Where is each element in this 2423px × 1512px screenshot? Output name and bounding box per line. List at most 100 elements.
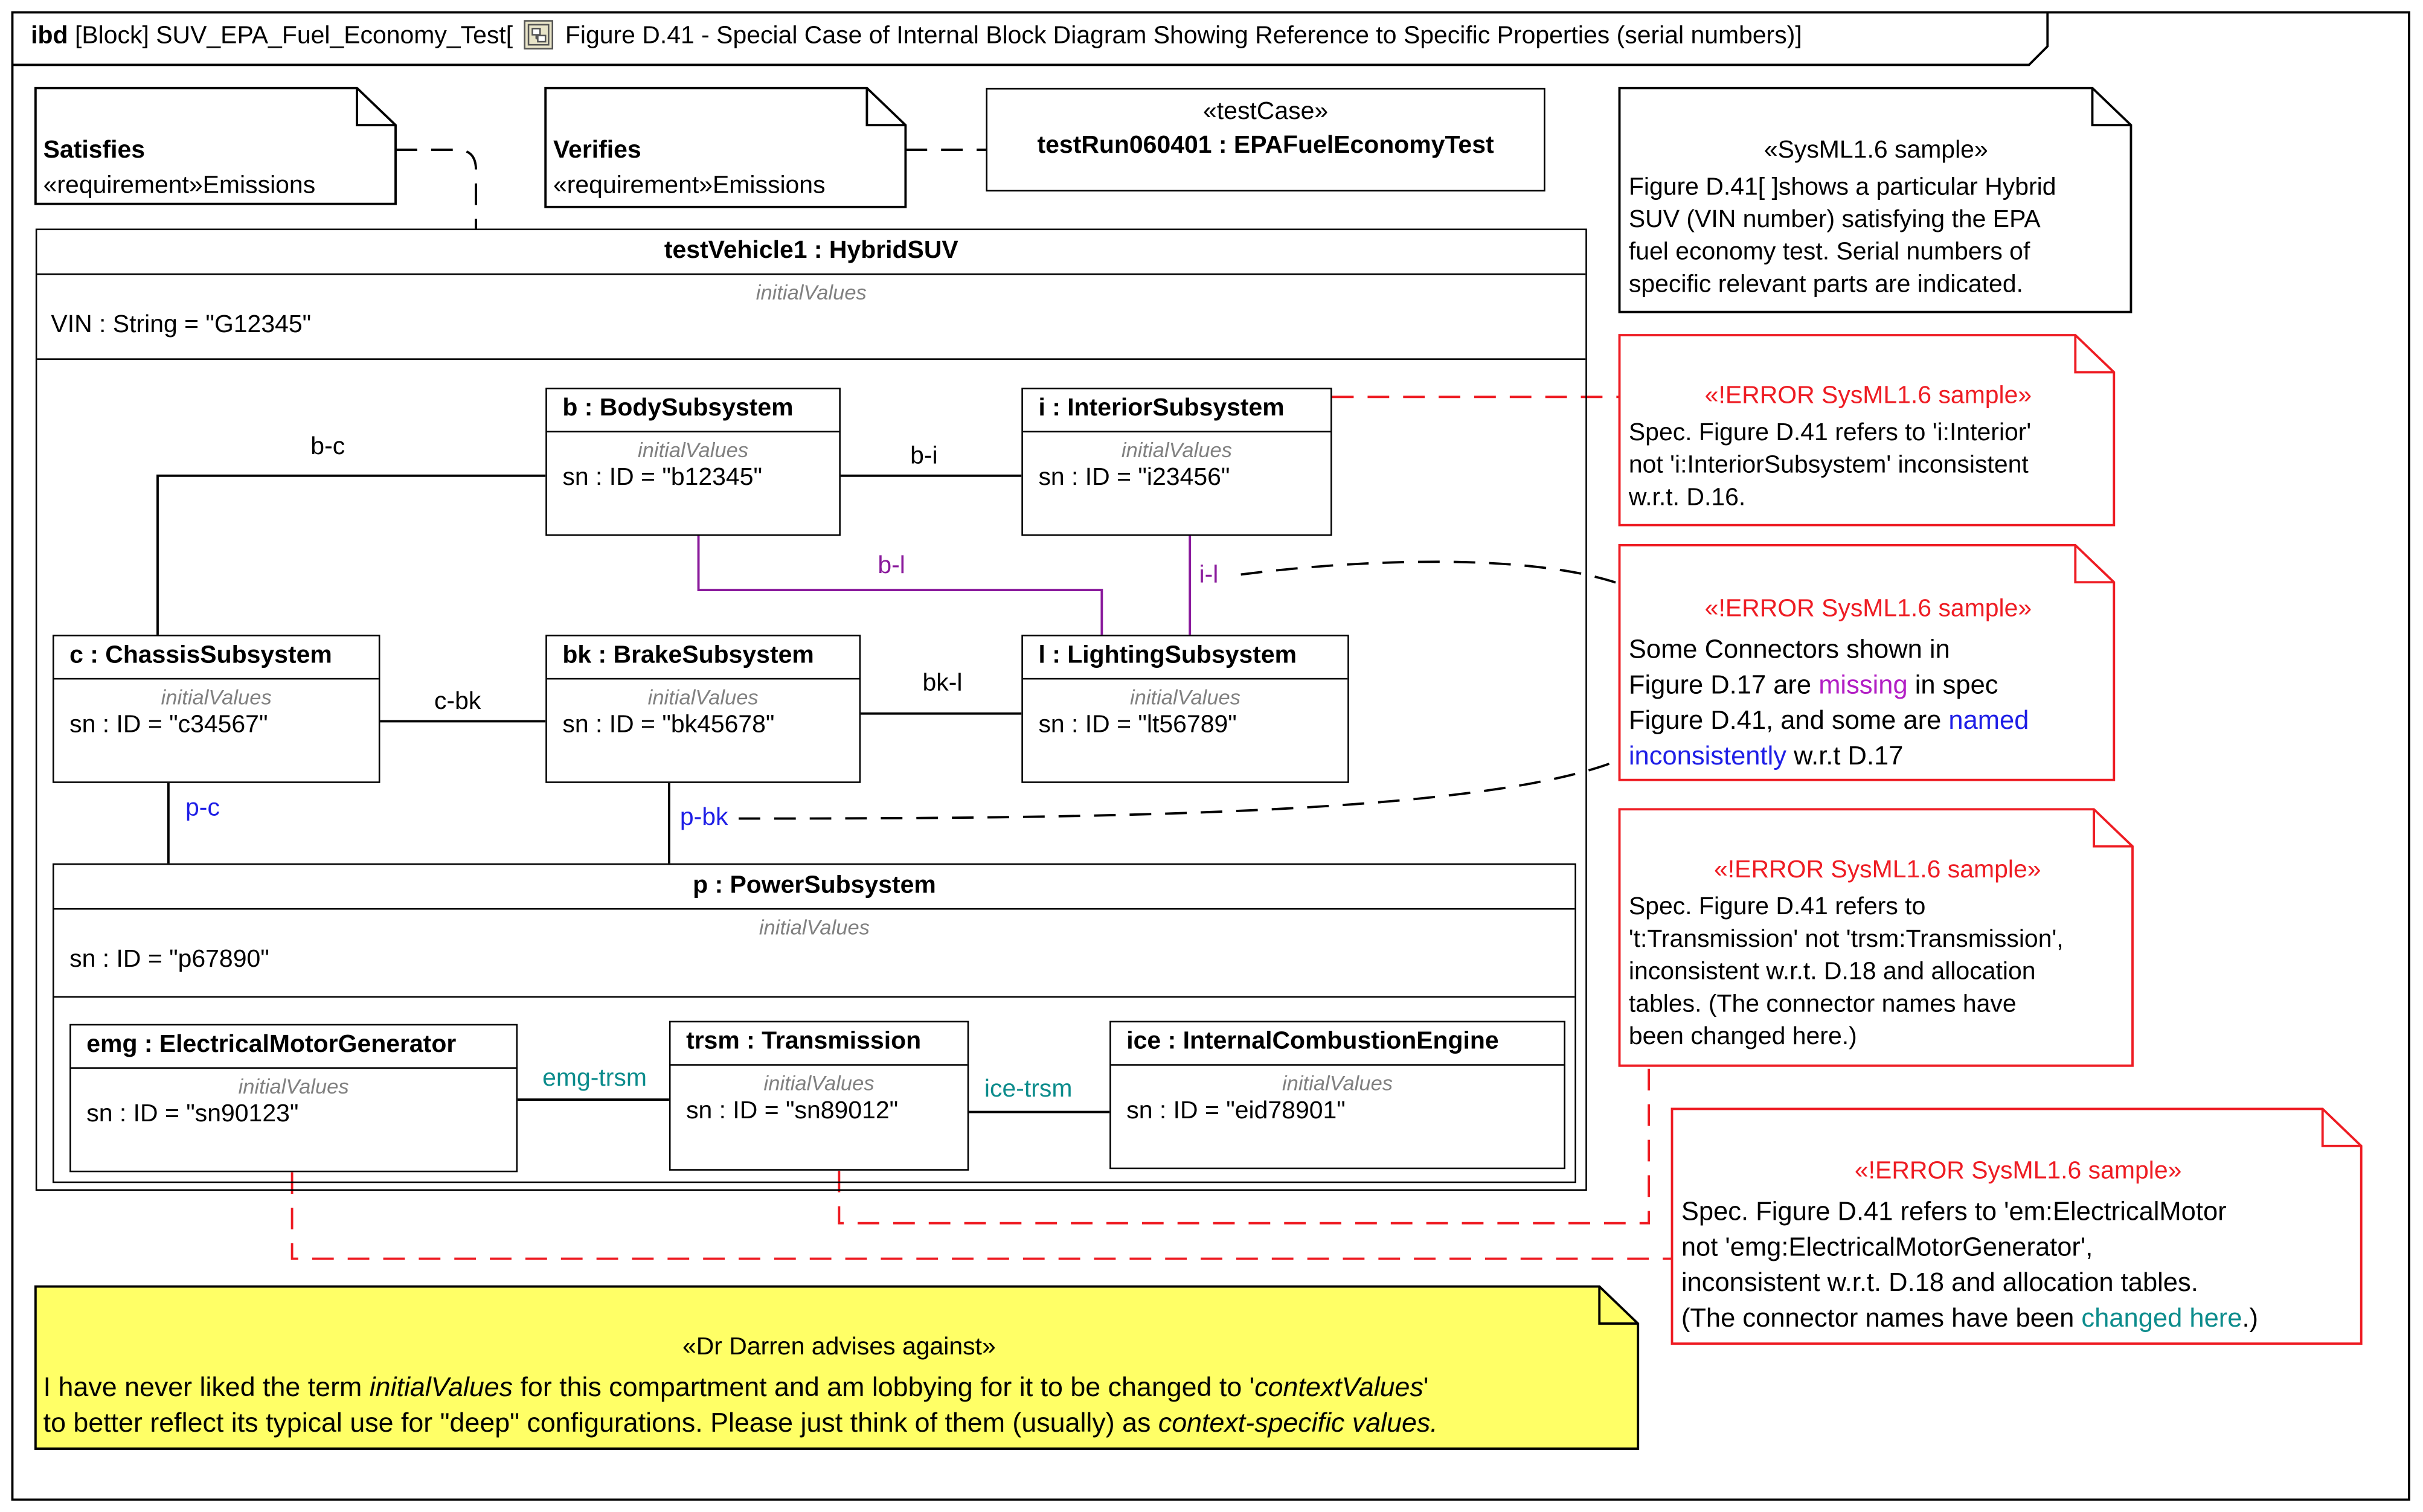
missing-highlight: missing xyxy=(1818,670,1908,700)
error-note-2-shape xyxy=(1618,543,2116,781)
sample-note-line: fuel economy test. Serial numbers of xyxy=(1628,239,2030,266)
chassis-subsystem-compartment-label: initialValues xyxy=(161,685,272,709)
error-note-3-line: Spec. Figure D.41 refers to xyxy=(1628,894,1926,921)
brake-subsystem-compartment: initialValues sn : ID = "bk45678" xyxy=(547,678,859,742)
error-note-3: «!ERROR SysML1.6 sample» Spec. Figure D.… xyxy=(1629,854,2126,1053)
advice-note-emphasis: context-specific values. xyxy=(1158,1407,1438,1438)
error-note-4-line: (The connector names have been changed h… xyxy=(1681,1301,2355,1336)
chassis-subsystem-compartment: initialValues sn : ID = "c34567" xyxy=(54,678,379,742)
brake-subsystem-compartment-label: initialValues xyxy=(647,685,759,709)
diagram-frame-border xyxy=(11,11,2410,1501)
error-note-1-line: not 'i:InteriorSubsystem' inconsistent xyxy=(1628,452,2029,479)
error-note-2-line: Some Connectors shown in xyxy=(1628,635,1950,664)
connector-p-c-label[interactable]: p-c xyxy=(185,795,220,822)
connector-ice-trsm-label[interactable]: ice-trsm xyxy=(984,1076,1073,1103)
error-note-2-text: w.r.t D.17 xyxy=(1786,741,1904,771)
emg-name: emg : ElectricalMotorGenerator xyxy=(86,1031,457,1059)
brake-subsystem-block[interactable]: bk : BrakeSubsystem initialValues sn : I… xyxy=(545,635,861,783)
connector-b-l-label[interactable]: b-l xyxy=(878,553,905,580)
sample-note: «SysML1.6 sample» Figure D.41[ ]shows a … xyxy=(1629,135,2123,301)
test-vehicle-compartment: initialValues VIN : String = "G12345" xyxy=(37,273,1586,359)
error-note-1-stereotype: «!ERROR SysML1.6 sample» xyxy=(1704,383,2032,409)
verifies-note-shape xyxy=(544,86,907,208)
error-note-1-line: Spec. Figure D.41 refers to 'i:Interior' xyxy=(1628,420,2032,447)
error-note-4-anchor xyxy=(290,1172,1672,1260)
power-subsystem-value: sn : ID = "p67890" xyxy=(69,946,269,973)
error-note-3-line: tables. (The connector names have xyxy=(1628,991,2017,1018)
sample-note-stereotype: «SysML1.6 sample» xyxy=(1763,137,1988,164)
chassis-subsystem-name: c : ChassisSubsystem xyxy=(69,642,332,669)
body-subsystem-compartment: initialValues sn : ID = "b12345" xyxy=(547,431,839,495)
error-note-2-line: Figure D.17 are missing in spec xyxy=(1629,667,2108,703)
test-vehicle-parts-compartment xyxy=(37,358,1586,360)
error-note-3-shape xyxy=(1618,808,2134,1067)
interior-subsystem-compartment: initialValues sn : ID = "i23456" xyxy=(1022,431,1331,495)
brake-subsystem-name: bk : BrakeSubsystem xyxy=(562,642,814,669)
chassis-subsystem-block[interactable]: c : ChassisSubsystem initialValues sn : … xyxy=(52,635,380,783)
frame-type: [Block] xyxy=(74,23,149,50)
error-note-4-shape xyxy=(1670,1107,2363,1345)
connector-b-c-line xyxy=(156,474,546,635)
diagram-frame-heading: ibd [Block] SUV_EPA_Fuel_Economy_Test[ F… xyxy=(31,20,1802,53)
connector-b-c-label[interactable]: b-c xyxy=(310,434,345,461)
error-note-3-stereotype: «!ERROR SysML1.6 sample» xyxy=(1714,857,2041,884)
sample-note-line: SUV (VIN number) satisfying the EPA xyxy=(1628,207,2041,234)
error-note-4-line: not 'emg:ElectricalMotorGenerator', xyxy=(1681,1232,2093,1262)
emg-block[interactable]: emg : ElectricalMotorGenerator initialVa… xyxy=(69,1023,518,1173)
brake-subsystem-value: sn : ID = "bk45678" xyxy=(562,712,775,738)
diagram-link-icon[interactable] xyxy=(524,20,554,50)
advice-note-emphasis: contextValues xyxy=(1254,1371,1423,1403)
connector-i-l-label[interactable]: i-l xyxy=(1199,562,1219,589)
named-highlight: named xyxy=(1948,705,2029,735)
transmission-name: trsm : Transmission xyxy=(686,1028,922,1055)
lighting-subsystem-value: sn : ID = "lt56789" xyxy=(1038,712,1237,738)
lighting-subsystem-compartment: initialValues sn : ID = "lt56789" xyxy=(1022,678,1348,742)
verifies-note-text: «requirement»Emissions xyxy=(553,173,826,199)
body-subsystem-value: sn : ID = "b12345" xyxy=(562,464,762,492)
diagram-title: Figure D.41 - Special Case of Internal B… xyxy=(565,23,1802,50)
power-subsystem-compartment-label: initialValues xyxy=(759,915,870,940)
transmission-block[interactable]: trsm : Transmission initialValues sn : I… xyxy=(669,1020,969,1171)
connector-emg-trsm-label[interactable]: emg-trsm xyxy=(542,1065,647,1092)
inconsistently-highlight: inconsistently xyxy=(1628,741,1787,771)
error-note-2-text: Figure D.41, and some are xyxy=(1628,705,1949,735)
advice-note-text: for this compartment and am lobbying for… xyxy=(513,1371,1255,1403)
interior-subsystem-compartment-label: initialValues xyxy=(1121,438,1232,462)
error-note-2-anchor-pbk xyxy=(739,758,1620,820)
frame-kind: ibd xyxy=(31,23,68,50)
error-note-2-line: inconsistently w.r.t D.17 xyxy=(1629,738,2108,774)
body-subsystem-compartment-label: initialValues xyxy=(638,438,749,462)
emg-compartment-label: initialValues xyxy=(238,1075,349,1098)
error-note-3-line: 't:Transmission' not 'trsm:Transmission'… xyxy=(1628,926,2064,953)
error-note-4-line: Spec. Figure D.41 refers to 'em:Electric… xyxy=(1681,1197,2227,1226)
emg-compartment: initialValues sn : ID = "sn90123" xyxy=(71,1067,516,1130)
ice-block[interactable]: ice : InternalCombustionEngine initialVa… xyxy=(1109,1020,1565,1170)
test-vehicle-block[interactable]: testVehicle1 : HybridSUV initialValues V… xyxy=(35,228,1587,1191)
test-case-block[interactable]: «testCase» testRun060401 : EPAFuelEconom… xyxy=(986,88,1545,192)
satisfies-note-title: Satisfies xyxy=(43,137,146,164)
power-subsystem-compartment: initialValues sn : ID = "p67890" xyxy=(54,908,1575,996)
interior-subsystem-value: sn : ID = "i23456" xyxy=(1038,464,1230,492)
power-subsystem-block[interactable]: p : PowerSubsystem initialValues sn : ID… xyxy=(52,863,1576,1184)
connector-p-bk-label[interactable]: p-bk xyxy=(679,804,728,831)
power-subsystem-name: p : PowerSubsystem xyxy=(693,873,936,899)
advice-note-text: ' xyxy=(1423,1371,1429,1403)
test-case-stereotype: «testCase» xyxy=(1203,98,1329,126)
ice-name: ice : InternalCombustionEngine xyxy=(1126,1028,1499,1055)
sample-note-line: Figure D.41[ ]shows a particular Hybrid xyxy=(1628,175,2056,201)
transmission-value: sn : ID = "sn89012" xyxy=(686,1098,899,1125)
body-subsystem-name: b : BodySubsystem xyxy=(562,395,794,422)
test-case-name: testRun060401 : EPAFuelEconomyTest xyxy=(1037,132,1494,159)
error-note-1-shape xyxy=(1618,334,2116,527)
lighting-subsystem-block[interactable]: l : LightingSubsystem initialValues sn :… xyxy=(1021,635,1349,783)
error-note-3-line: been changed here.) xyxy=(1628,1023,1857,1051)
interior-subsystem-block[interactable]: i : InteriorSubsystem initialValues sn :… xyxy=(1021,387,1332,536)
advice-note-line: to better reflect its typical use for "d… xyxy=(43,1406,1635,1441)
connector-c-bk-label[interactable]: c-bk xyxy=(434,688,481,716)
connector-bk-l-label[interactable]: bk-l xyxy=(922,670,963,697)
body-subsystem-block[interactable]: b : BodySubsystem initialValues sn : ID … xyxy=(545,387,841,536)
connector-b-i-label[interactable]: b-i xyxy=(910,443,938,470)
sample-note-line: specific relevant parts are indicated. xyxy=(1628,272,2023,298)
verifies-note-title: Verifies xyxy=(553,137,641,164)
